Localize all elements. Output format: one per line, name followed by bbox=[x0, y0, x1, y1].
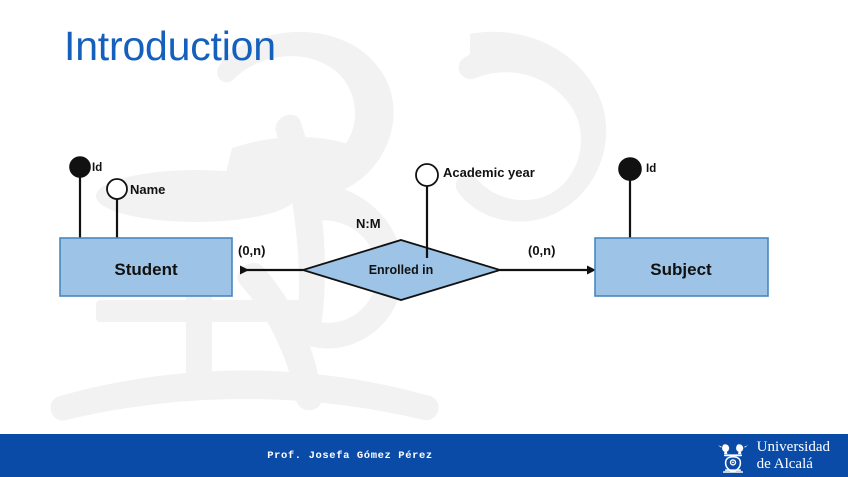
subject-side-cardinality: (0,n) bbox=[528, 243, 555, 258]
logo-line-1: Universidad bbox=[756, 439, 830, 456]
enrolled-in-diamond bbox=[299, 239, 504, 301]
er-diagram: Student Id Name Enrolled in N:M Academic… bbox=[59, 156, 769, 301]
page-title: Introduction bbox=[64, 23, 276, 69]
subject-id-attribute-circle bbox=[618, 157, 642, 181]
subject-entity-box bbox=[594, 237, 769, 297]
university-logo: Universidad de Alcalá bbox=[716, 434, 830, 477]
academic-year-attribute-label: Academic year bbox=[443, 165, 535, 180]
enrolled-in-label: Enrolled in bbox=[369, 263, 434, 277]
footer-author-text: Prof. Josefa Gómez Pérez bbox=[267, 449, 433, 462]
student-name-attribute-label: Name bbox=[130, 182, 165, 197]
logo-line-2: de Alcalá bbox=[756, 455, 813, 472]
student-side-cardinality: (0,n) bbox=[238, 243, 265, 258]
student-name-attribute-circle bbox=[106, 178, 128, 200]
subject-id-attribute-label: Id bbox=[646, 163, 656, 175]
university-logo-text: Universidad de Alcalá bbox=[757, 439, 830, 471]
coat-of-arms-icon bbox=[717, 443, 748, 473]
cardinality-ratio-label: N:M bbox=[356, 216, 381, 231]
subject-entity-label: Subject bbox=[650, 260, 712, 279]
student-id-attribute-label: Id bbox=[92, 162, 102, 174]
student-entity-label: Student bbox=[114, 260, 178, 279]
academic-year-attribute-circle bbox=[415, 163, 439, 187]
student-entity-box bbox=[59, 237, 233, 297]
footer-bar: Prof. Josefa Gómez Pérez bbox=[0, 434, 848, 477]
student-id-attribute-circle bbox=[69, 156, 91, 178]
